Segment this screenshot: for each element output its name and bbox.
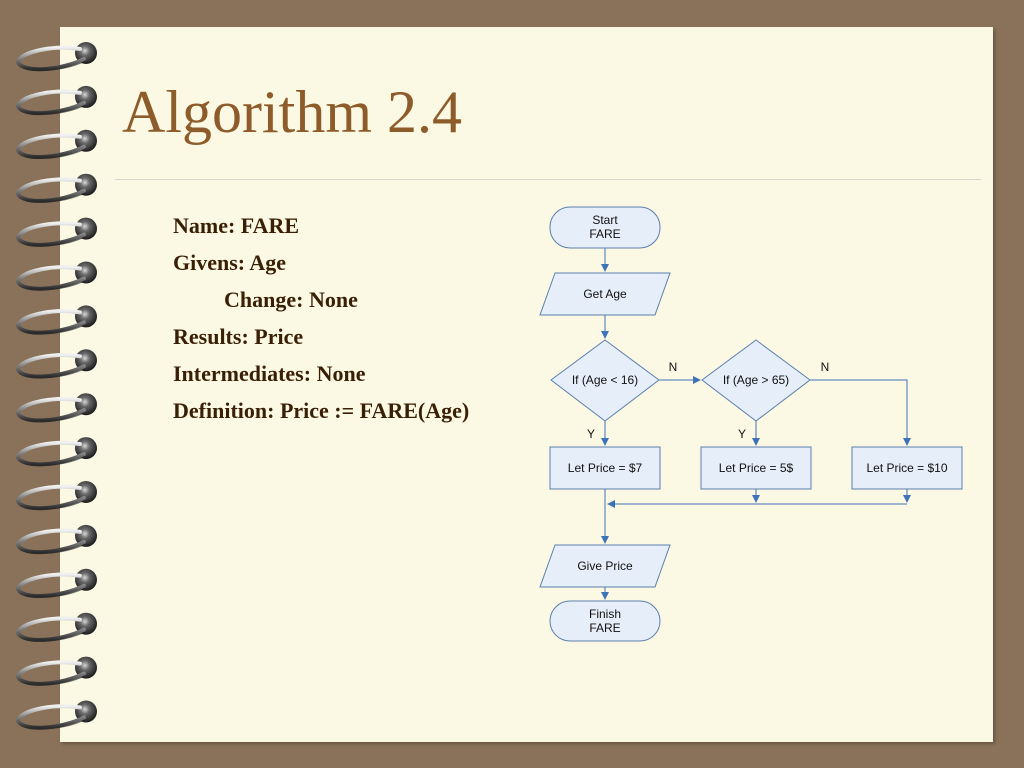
binding-ring (15, 42, 97, 72)
binding-ring (15, 85, 97, 116)
binding-wire (15, 440, 86, 467)
binding-ring (15, 568, 97, 599)
binding-ring (15, 129, 97, 160)
binding-wire (15, 89, 86, 116)
binding-ring (15, 481, 97, 511)
binding-wire (15, 353, 86, 379)
decision1-yes-label: Y (587, 427, 595, 441)
binding-wire (15, 528, 86, 555)
binding-ring (15, 437, 97, 467)
binding-wire (15, 660, 86, 686)
spec-name: Name: FARE (173, 213, 300, 238)
start-terminal (549, 206, 661, 249)
binding-wire (15, 396, 86, 423)
finish-label-line2: FARE (589, 621, 620, 635)
binding-ring (15, 700, 97, 730)
binding-wire (15, 45, 86, 72)
connector-lines (601, 248, 911, 600)
decision2-label: If (Age > 65) (723, 373, 789, 387)
spec-givens: Givens: Age (173, 250, 287, 275)
arrow-decision2-no (810, 379, 911, 446)
binding-ring (15, 217, 97, 247)
binding-wire (15, 177, 86, 203)
finish-label-line1: Finish (589, 607, 621, 621)
binding-wire (15, 265, 86, 291)
binding-ring (15, 349, 97, 379)
binding-wire (15, 616, 86, 642)
spec-results: Results: Price (173, 324, 304, 349)
process2-box (700, 446, 812, 490)
output-parallelogram (539, 544, 671, 588)
algorithm-spec: Name: FARE Givens: Age Change: None Resu… (173, 209, 469, 431)
binding-ring (15, 393, 97, 423)
spiral-binding (15, 42, 97, 730)
output-label: Give Price (577, 559, 633, 573)
decision2-diamond (701, 339, 811, 422)
notebook-page (60, 27, 993, 742)
binding-wire (15, 221, 86, 247)
binding-wire (15, 484, 86, 511)
binding-ring (15, 305, 97, 335)
binding-wire (15, 572, 86, 599)
process3-label: Let Price = $10 (866, 461, 947, 475)
decision1-no-label: N (669, 360, 678, 374)
spec-change: Change: None (224, 287, 358, 312)
binding-wire (15, 133, 86, 160)
process3-box (851, 446, 963, 490)
binding-ring (15, 261, 97, 291)
decision2-yes-label: Y (738, 427, 746, 441)
binding-wire (15, 309, 86, 335)
spec-definition: Definition: Price := FARE(Age) (173, 398, 470, 423)
binding-ring (15, 656, 97, 686)
process1-box (549, 446, 661, 490)
decision2-no-label: N (821, 360, 830, 374)
binding-wire (15, 704, 86, 730)
start-label-line2: FARE (589, 227, 620, 241)
binding-ring (15, 612, 97, 642)
spec-intermediates: Intermediates: None (173, 361, 366, 386)
input-label: Get Age (583, 287, 627, 301)
start-label-line1: Start (592, 213, 618, 227)
binding-ring (15, 524, 97, 555)
finish-terminal (549, 600, 661, 642)
process2-label: Let Price = 5$ (719, 461, 794, 475)
slide-title: Algorithm 2.4 (122, 79, 462, 145)
title-divider (115, 179, 981, 180)
decision1-diamond (550, 339, 660, 422)
binding-ring (15, 173, 97, 203)
input-parallelogram (539, 272, 671, 316)
decision1-label: If (Age < 16) (572, 373, 638, 387)
process1-label: Let Price = $7 (568, 461, 643, 475)
